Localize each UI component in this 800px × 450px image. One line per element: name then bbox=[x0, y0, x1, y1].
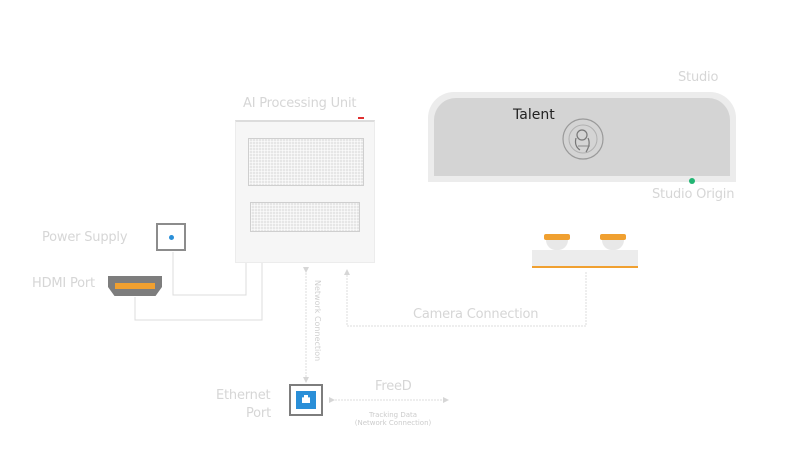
camera-rig-icon bbox=[532, 234, 638, 270]
vent-upper bbox=[248, 138, 364, 186]
tracking-data-line2: (Network Connection) bbox=[354, 419, 432, 427]
studio-floor bbox=[434, 98, 730, 176]
freed-label: FreeD bbox=[375, 379, 412, 394]
hdmi-port-icon bbox=[108, 276, 162, 296]
ethernet-label-line1: Ethernet bbox=[216, 388, 271, 403]
person-topdown-icon bbox=[562, 118, 604, 160]
ethernet-port-icon bbox=[289, 384, 323, 416]
power-wire bbox=[172, 252, 247, 296]
vent-lower bbox=[250, 202, 360, 232]
studio-stage bbox=[428, 92, 736, 182]
ai-processing-unit bbox=[235, 117, 375, 263]
hdmi-wire bbox=[134, 262, 263, 321]
hdmi-port-label: HDMI Port bbox=[32, 276, 95, 291]
tracking-data-line1: Tracking Data bbox=[368, 411, 418, 419]
ethernet-label-line2: Port bbox=[246, 406, 271, 421]
power-socket-icon bbox=[156, 223, 186, 251]
camera-connection-label: Camera Connection bbox=[413, 307, 539, 322]
tracking-data-label: Tracking Data (Network Connection) bbox=[345, 411, 441, 427]
power-supply-label: Power Supply bbox=[42, 230, 128, 245]
studio-origin-label: Studio Origin bbox=[652, 187, 735, 202]
indicator-led bbox=[358, 117, 364, 119]
talent-label: Talent bbox=[513, 107, 555, 123]
studio-origin-dot bbox=[689, 178, 695, 184]
camera-wire bbox=[344, 269, 587, 327]
network-connection-label: Network Connection bbox=[313, 280, 322, 362]
studio-label: Studio bbox=[678, 70, 719, 85]
ai-unit-label: AI Processing Unit bbox=[243, 96, 357, 111]
